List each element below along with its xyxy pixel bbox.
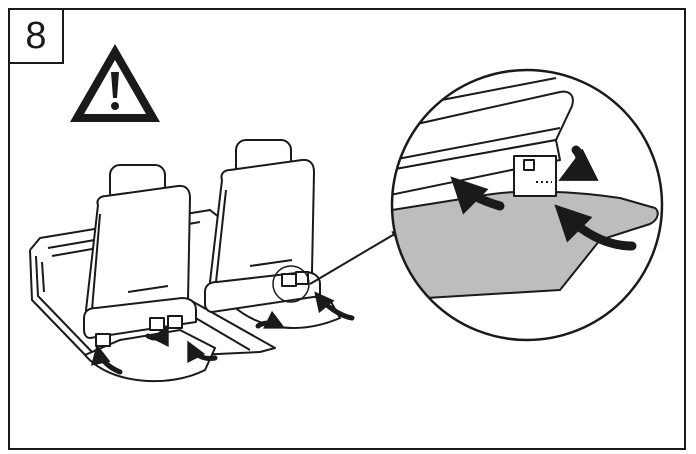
right-seat [205,140,320,312]
detail-magnifier [390,70,662,340]
zoom-leader-line [310,232,398,284]
warning-triangle-icon [70,44,160,122]
left-seat [84,165,196,346]
